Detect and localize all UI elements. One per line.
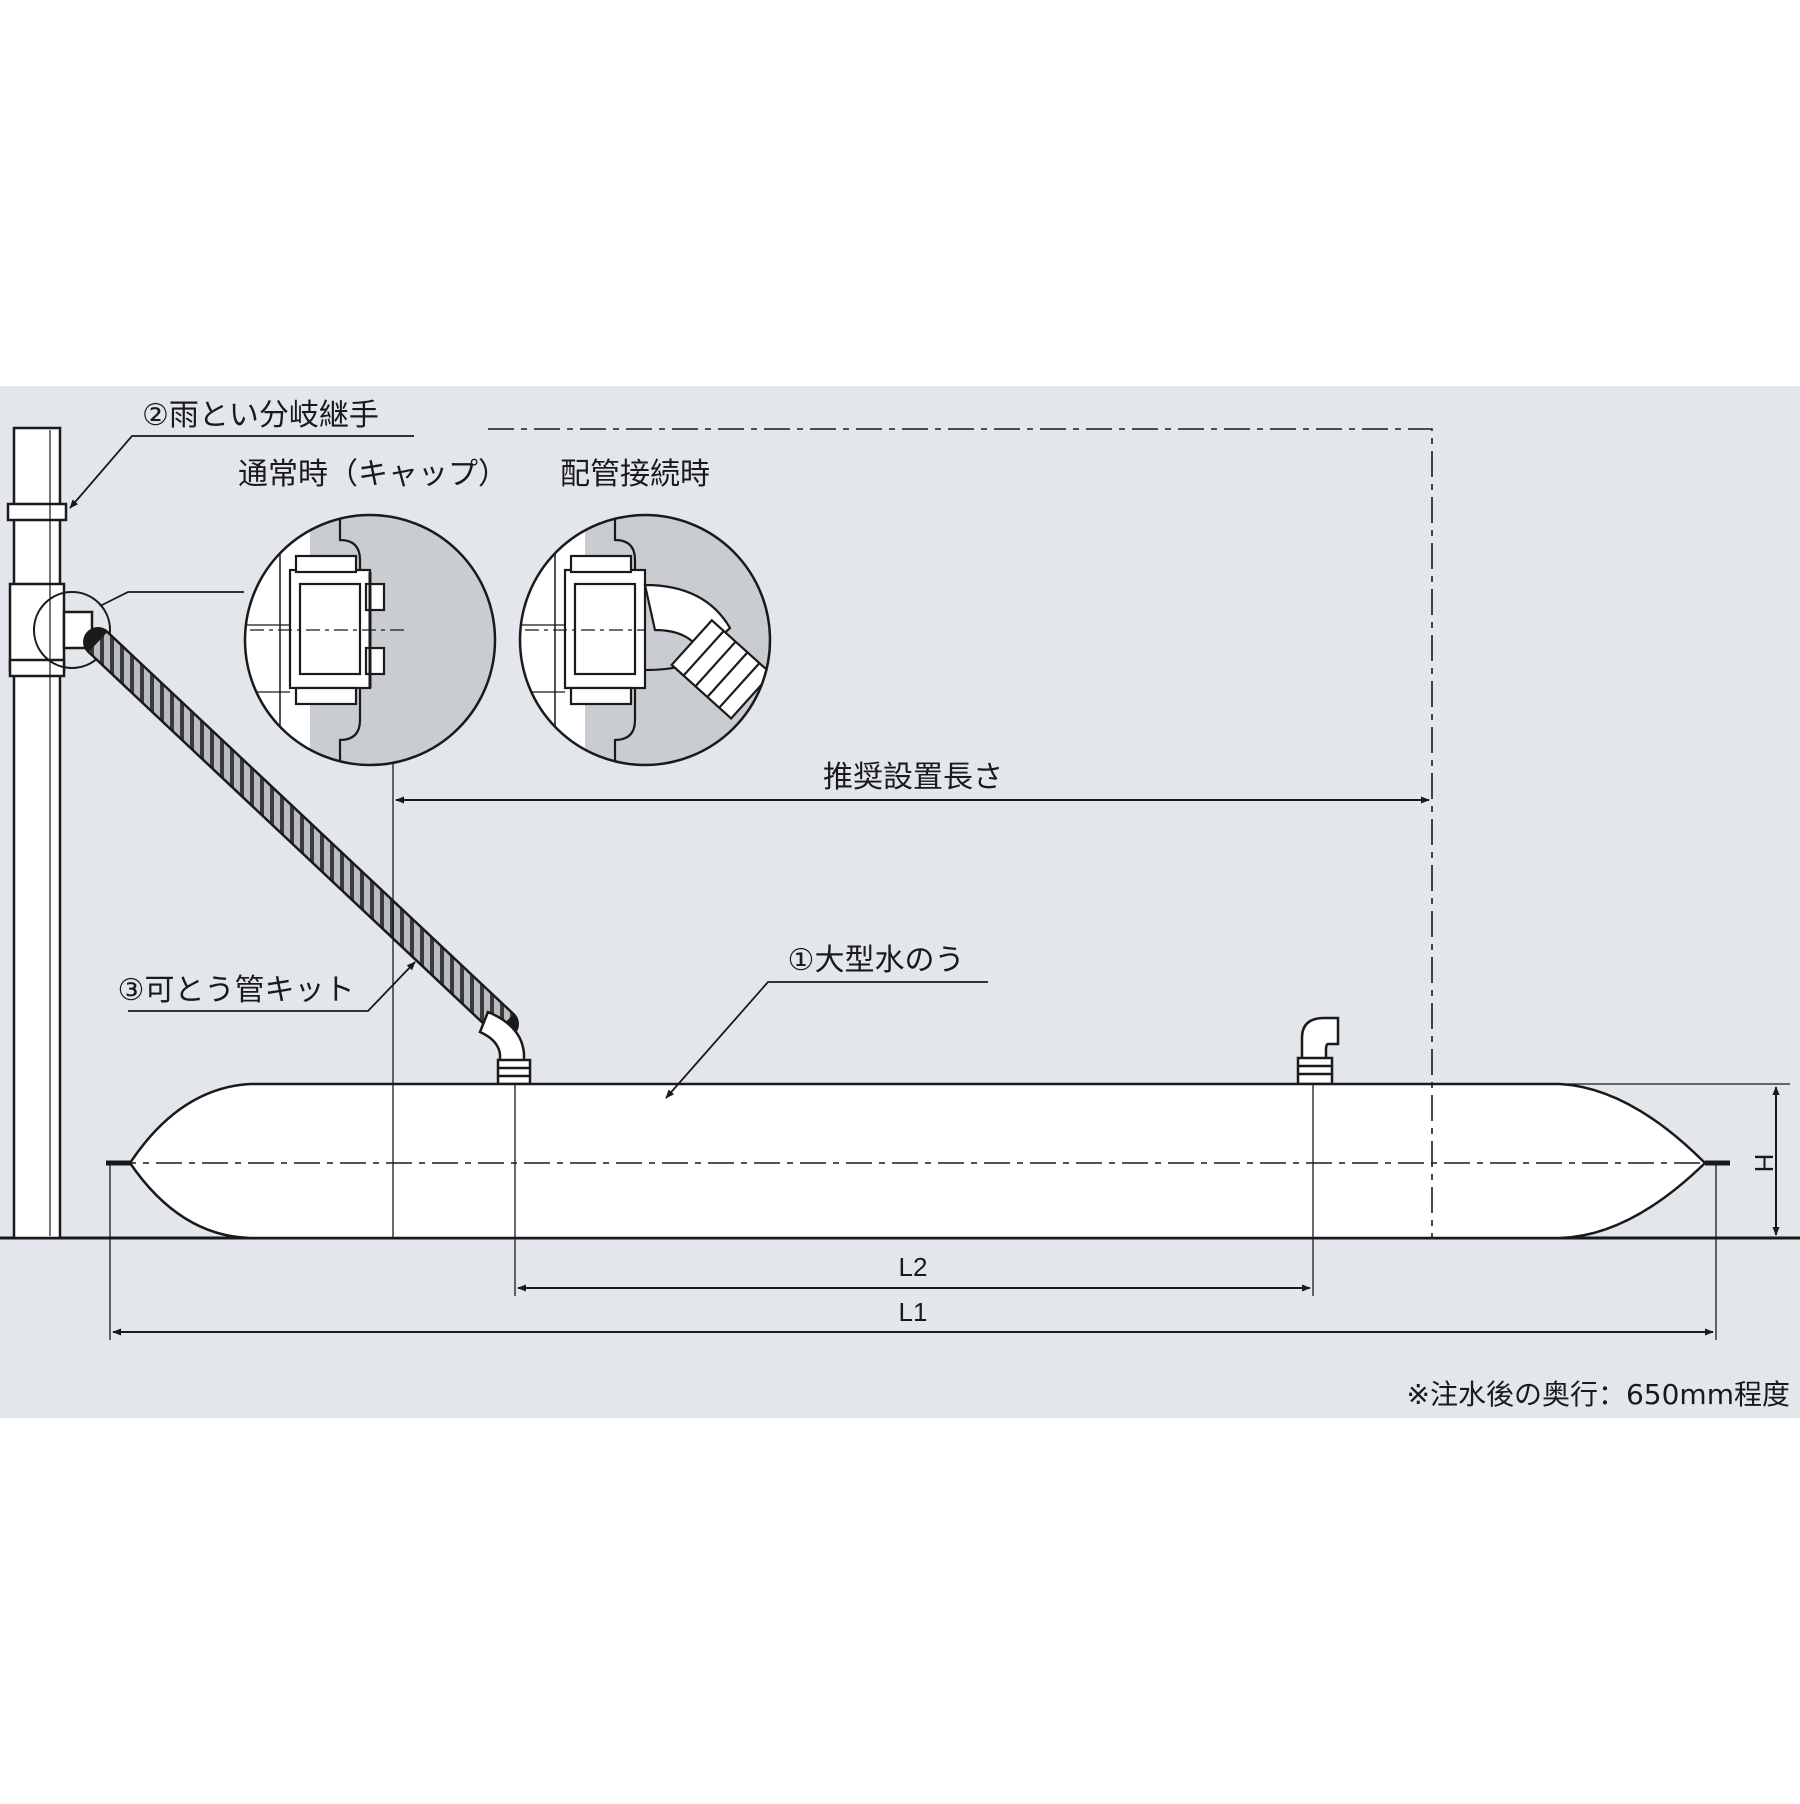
downspout-pipe xyxy=(6,426,94,1240)
bag-label: ①大型水のう xyxy=(788,943,965,978)
hose-elbow-connector xyxy=(478,1010,532,1086)
joint-detail-marker xyxy=(33,591,111,669)
recommended-length-label: 推奨設置長さ xyxy=(823,760,1003,795)
joint-label: ②雨とい分岐継手 xyxy=(142,398,379,433)
water-bag xyxy=(128,1082,1707,1240)
normal-state-label: 通常時（キャップ） xyxy=(238,457,508,492)
hose-kit-leader-line xyxy=(128,961,416,1012)
detail-circle-connected xyxy=(518,513,772,767)
recommended-length-extension-right xyxy=(488,428,1433,1238)
h-label: H xyxy=(1749,1154,1779,1173)
bag-leader-line xyxy=(665,981,988,1099)
flexible-hose xyxy=(83,627,519,1039)
l2-label: L2 xyxy=(899,1252,928,1282)
connected-state-label: 配管接続時 xyxy=(560,457,710,492)
depth-note: ※注水後の奥行：650mm程度 xyxy=(1407,1378,1790,1411)
detail-leader-line xyxy=(99,591,244,607)
hose-kit-label: ③可とう管キット xyxy=(118,973,355,1008)
joint-leader-line xyxy=(69,435,414,509)
l1-label: L1 xyxy=(899,1297,928,1327)
bag-outlet-fitting xyxy=(1296,1016,1340,1086)
